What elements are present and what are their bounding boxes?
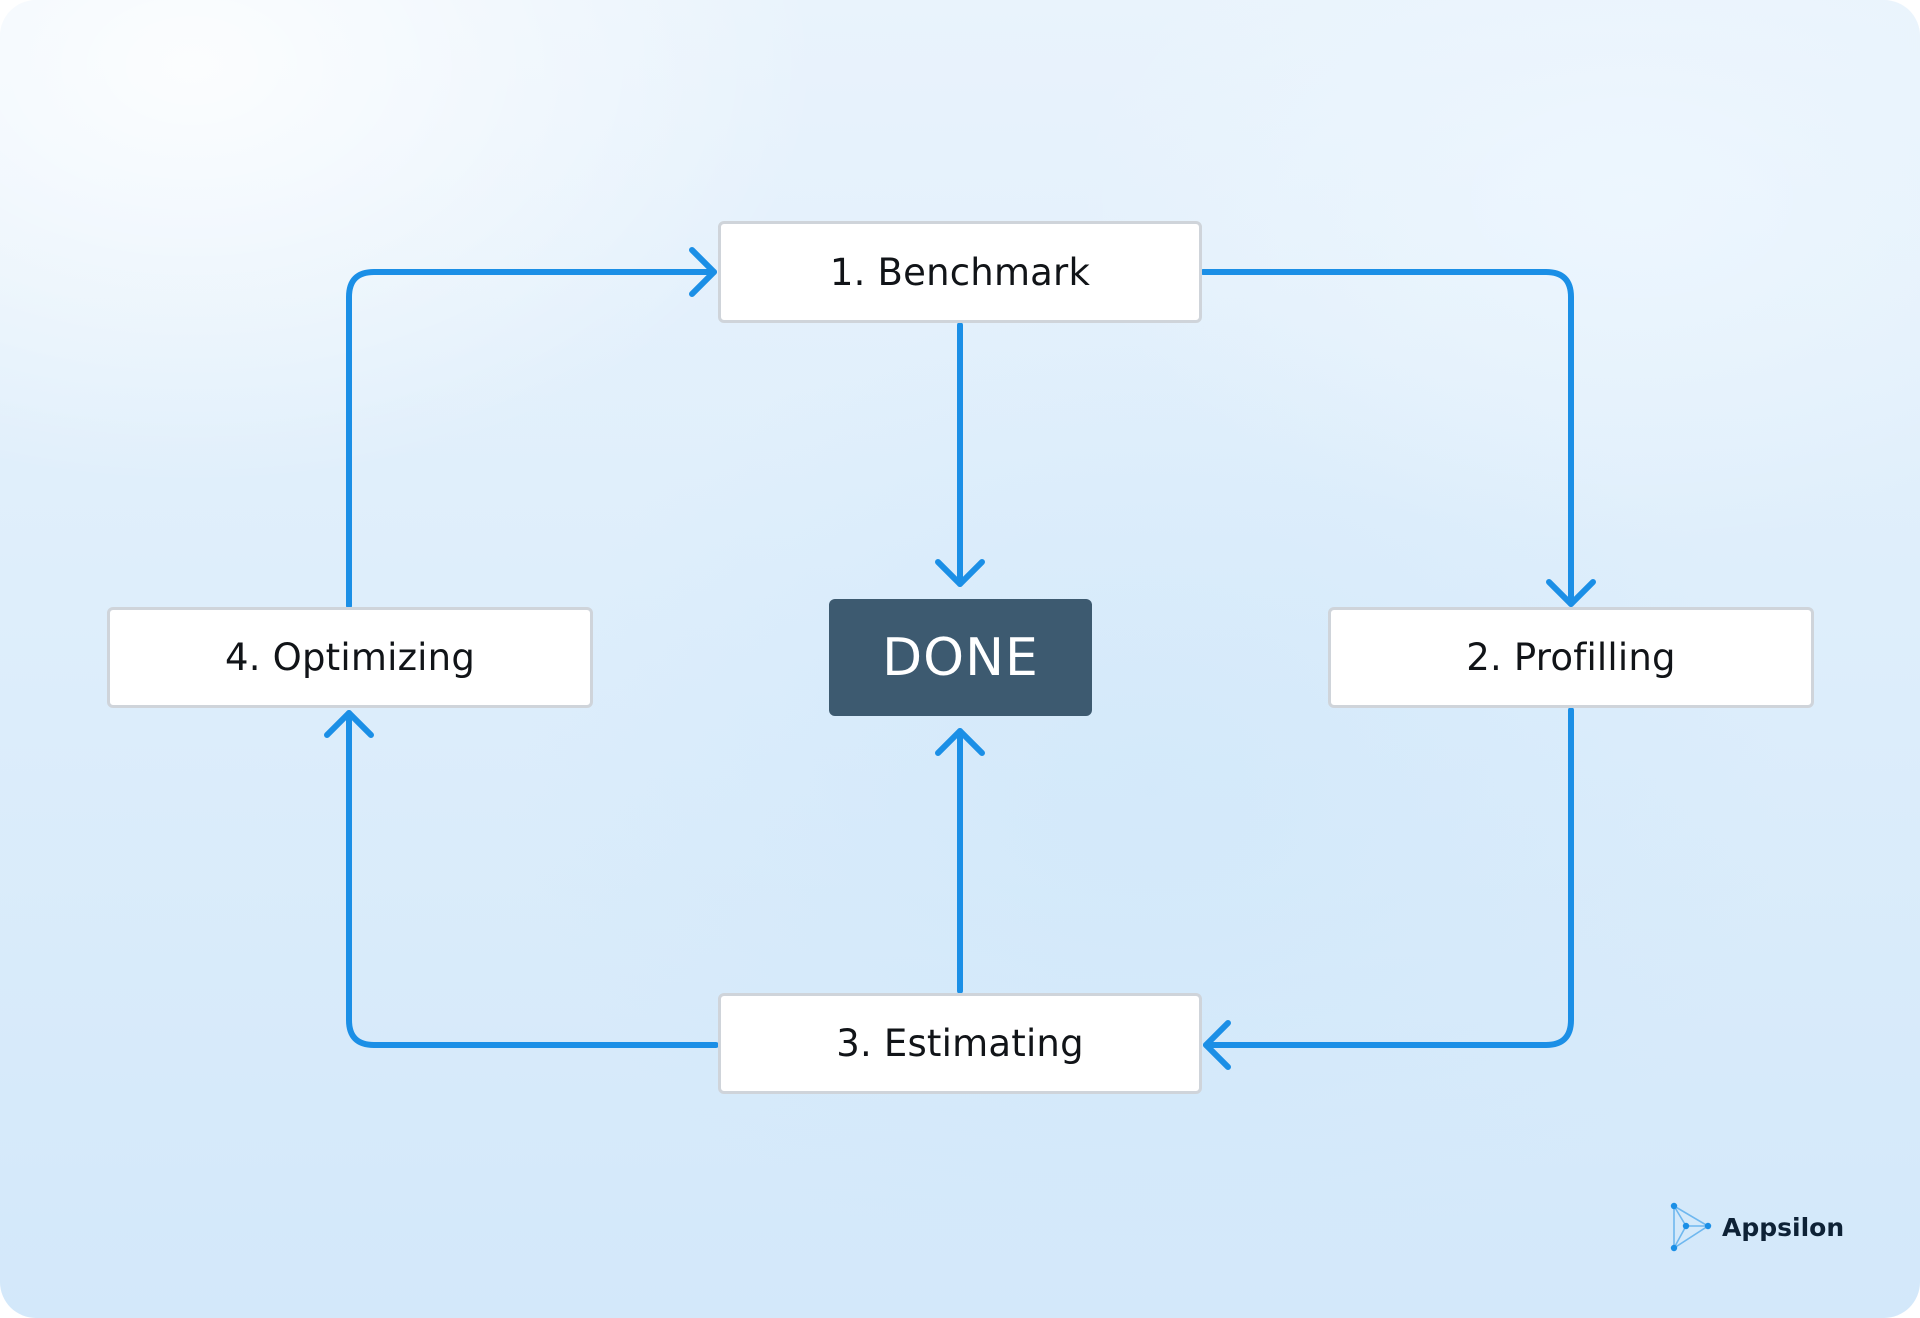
arrowhead-done-top — [935, 559, 985, 587]
appsilon-logo-text: Appsilon — [1722, 1212, 1845, 1242]
node-profiling-label: 2. Profilling — [1466, 636, 1676, 679]
edge-profiling-to-estimating — [1203, 707, 1574, 1048]
arrowhead-estimating — [1203, 1020, 1231, 1070]
node-profiling: 2. Profilling — [1328, 607, 1814, 708]
node-done-label: DONE — [882, 627, 1039, 688]
edge-optimizing-to-benchmark — [346, 269, 717, 609]
edge-estimating-to-optimizing — [346, 710, 719, 1048]
arrowhead-done-bottom — [935, 728, 985, 756]
node-optimizing: 4. Optimizing — [107, 607, 593, 708]
arrowhead-optimizing — [324, 710, 374, 738]
node-optimizing-label: 4. Optimizing — [224, 636, 476, 679]
appsilon-logo: Appsilon — [1668, 1202, 1844, 1252]
node-estimating-label: 3. Estimating — [836, 1022, 1084, 1065]
node-benchmark: 1. Benchmark — [718, 221, 1202, 323]
arrowhead-benchmark — [689, 247, 717, 297]
node-done: DONE — [829, 599, 1092, 716]
node-estimating: 3. Estimating — [718, 993, 1202, 1094]
appsilon-logo-icon — [1670, 1202, 1712, 1252]
edge-benchmark-to-profiling — [1200, 269, 1574, 607]
node-benchmark-label: 1. Benchmark — [829, 250, 1091, 294]
arrowhead-profiling — [1546, 579, 1596, 607]
